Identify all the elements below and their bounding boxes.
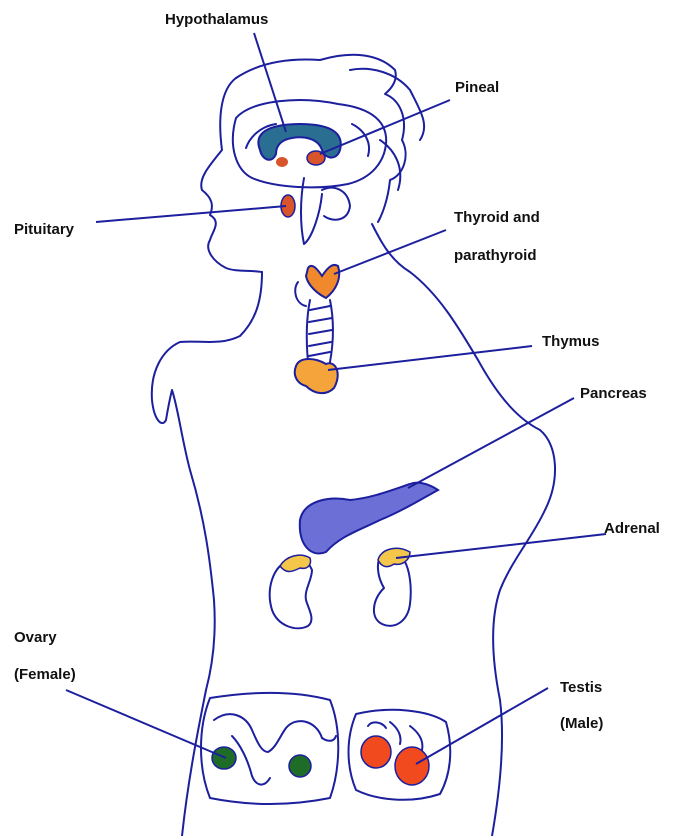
- label-thyroid-line2: parathyroid: [454, 247, 537, 264]
- trachea: [307, 300, 333, 362]
- parathyroid-outline: [295, 282, 306, 306]
- left-testis: [361, 736, 391, 768]
- label-hypothalamus: Hypothalamus: [165, 11, 268, 28]
- thyroid-leader: [334, 230, 446, 274]
- label-ovary-line1: Ovary: [14, 629, 57, 646]
- male-reproductive-box: [349, 710, 451, 800]
- hypothalamus-gland: [258, 124, 340, 160]
- female-reproductive-box: [201, 693, 338, 804]
- label-pancreas: Pancreas: [580, 385, 647, 402]
- label-pituitary: Pituitary: [14, 221, 75, 238]
- pituitary-leader: [96, 206, 286, 222]
- thymus-leader: [328, 346, 532, 370]
- right-testis: [395, 747, 429, 785]
- left-adrenal-gland: [280, 555, 311, 571]
- right-ovary: [289, 755, 311, 777]
- thyroid-gland: [306, 265, 339, 298]
- hypothalamus-dot: [276, 157, 288, 167]
- label-thyroid-line1: Thyroid and: [454, 209, 540, 226]
- pancreas-gland: [300, 483, 438, 554]
- label-pineal: Pineal: [455, 79, 499, 96]
- label-adrenal: Adrenal: [604, 520, 660, 537]
- label-testis-line2: (Male): [560, 715, 603, 732]
- label-ovary-line2: (Female): [14, 666, 76, 683]
- hypothalamus-leader: [254, 33, 286, 132]
- testis-leader: [416, 688, 548, 764]
- label-testis-line1: Testis: [560, 679, 602, 696]
- thymus-gland: [295, 359, 338, 393]
- label-thymus: Thymus: [542, 333, 600, 350]
- adrenal-leader: [396, 534, 606, 558]
